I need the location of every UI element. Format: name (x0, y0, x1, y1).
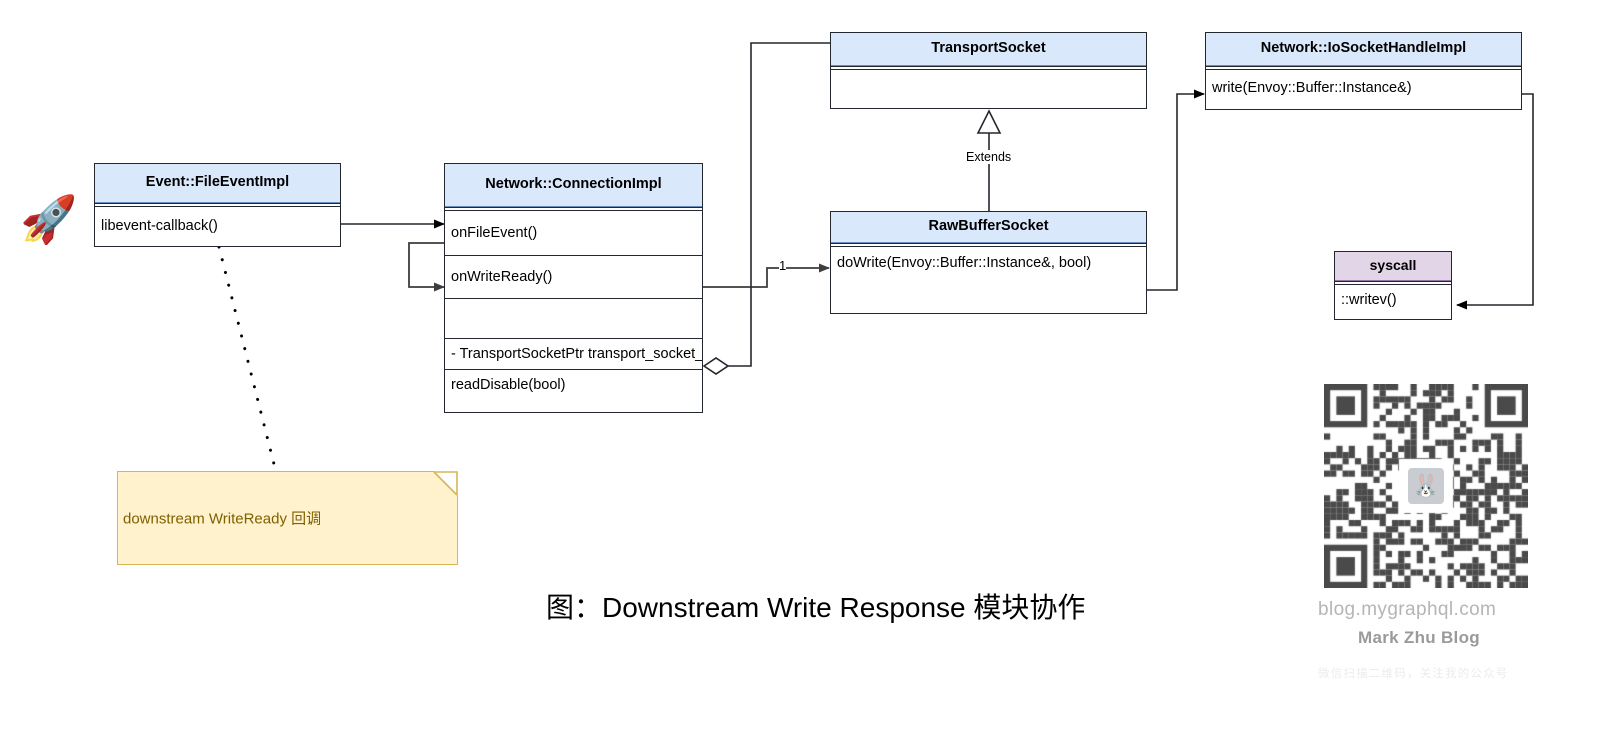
class-member-writev[interactable]: ::writev() (1335, 285, 1451, 315)
note-downstream-writeready[interactable]: downstream WriteReady 回调 (117, 471, 458, 565)
class-box-network-iosockethandleimpl[interactable]: Network::IoSocketHandleImpl write(Envoy:… (1205, 32, 1522, 110)
class-box-network-connectionimpl[interactable]: Network::ConnectionImpl onFileEvent() on… (444, 163, 703, 413)
note-fold-outline (433, 471, 458, 496)
edge-onwriteready-to-dowrite (703, 263, 830, 288)
class-separator (831, 243, 1146, 247)
class-title-transportsocket: TransportSocket (831, 33, 1146, 66)
class-title-network-iosockethandleimpl: Network::IoSocketHandleImpl (1206, 33, 1521, 66)
class-member-transport-socket-field[interactable]: - TransportSocketPtr transport_socket_ (445, 338, 702, 369)
rocket-icon: 🚀 (20, 193, 78, 245)
watermark-url: blog.mygraphql.com (1318, 599, 1497, 620)
class-title-network-connectionimpl: Network::ConnectionImpl (445, 164, 702, 207)
class-member-libevent-callback[interactable]: libevent-callback() (95, 207, 340, 245)
class-box-event-fileeventimpl[interactable]: Event::FileEventImpl libevent-callback() (94, 163, 341, 247)
note-text: downstream WriteReady 回调 (123, 510, 322, 528)
edge-self-to-onwriteready (408, 242, 445, 292)
wechat-qr-code: 🐰 (1324, 384, 1528, 588)
class-box-transportsocket[interactable]: TransportSocket (830, 32, 1147, 109)
class-title-rawbuffersocket: RawBufferSocket (831, 212, 1146, 243)
watermark-tip: 微信扫描二维码，关注我的公众号 (1318, 668, 1509, 680)
class-member-onfileevent[interactable]: onFileEvent() (445, 211, 702, 255)
class-box-syscall[interactable]: syscall ::writev() (1334, 251, 1452, 320)
class-member-dowrite[interactable]: doWrite(Envoy::Buffer::Instance&, bool) (831, 247, 1146, 309)
class-member-readdisable[interactable]: readDisable(bool) (445, 369, 702, 400)
class-member-empty (445, 298, 702, 338)
class-separator (1335, 281, 1451, 285)
edge-iosockethandle-to-syscall (1456, 93, 1534, 310)
diagram-caption: 图：Downstream Write Response 模块协作 (546, 592, 1086, 623)
class-separator (445, 207, 702, 211)
class-box-rawbuffersocket[interactable]: RawBufferSocket doWrite(Envoy::Buffer::I… (830, 211, 1147, 314)
class-member-write[interactable]: write(Envoy::Buffer::Instance&) (1206, 70, 1521, 105)
class-separator (95, 203, 340, 207)
class-member-empty (831, 70, 1146, 104)
class-separator (1206, 66, 1521, 70)
class-title-syscall: syscall (1335, 252, 1451, 281)
class-title-event-fileeventimpl: Event::FileEventImpl (95, 164, 340, 203)
edge-aggregation-transportsocket (702, 42, 830, 375)
edge-dowrite-to-iosockethandle-write (1147, 89, 1205, 291)
class-member-onwriteready[interactable]: onWriteReady() (445, 255, 702, 298)
qr-avatar: 🐰 (1406, 466, 1446, 506)
edge-label-multiplicity-one: 1 (779, 258, 787, 273)
edge-label-extends: Extends (964, 150, 1014, 164)
edge-note-anchor (217, 245, 278, 474)
class-separator (831, 66, 1146, 70)
watermark-name: Mark Zhu Blog (1358, 628, 1480, 647)
